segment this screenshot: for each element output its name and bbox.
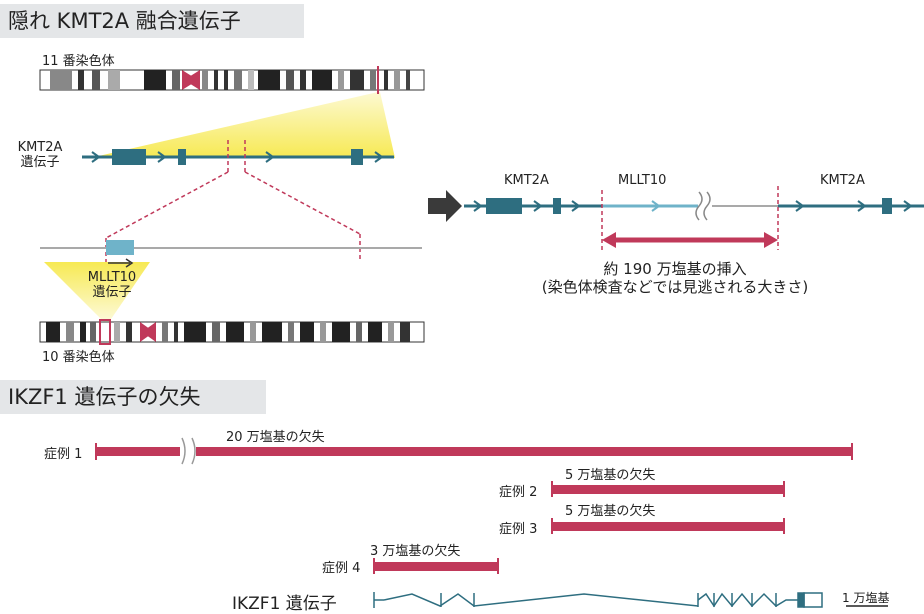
mllt10-gene-label: MLLT10 遺伝子 bbox=[70, 270, 154, 300]
fusion-gene-track bbox=[464, 186, 924, 250]
kmt2a-gene-label-line2: 遺伝子 bbox=[20, 155, 60, 170]
case-1-deletion-label: 20 万塩基の欠失 bbox=[226, 430, 325, 445]
ikzf1-gene-track bbox=[373, 592, 823, 608]
case-3-label: 症例 3 bbox=[499, 522, 538, 537]
ikzf1-section-title: IKZF1 遺伝子の欠失 bbox=[0, 380, 266, 414]
kmt2a-gene-label-line1: KMT2A bbox=[17, 140, 63, 155]
case-3-deletion-label: 5 万塩基の欠失 bbox=[565, 504, 656, 519]
zoom-wedge-chr11 bbox=[90, 92, 395, 158]
kmt2a-gene-label: KMT2A 遺伝子 bbox=[8, 140, 72, 170]
kmt2a-section-title: 隠れ KMT2A 融合遺伝子 bbox=[0, 4, 304, 38]
zoom-wedge-chr10 bbox=[44, 262, 150, 322]
case-2-deletion-label: 5 万塩基の欠失 bbox=[565, 468, 656, 483]
kmt2a-gene-track bbox=[82, 149, 394, 165]
case-4-label: 症例 4 bbox=[322, 561, 361, 576]
case-2-label: 症例 2 bbox=[499, 485, 538, 500]
deletion-bars bbox=[95, 437, 853, 574]
case-1-label: 症例 1 bbox=[44, 447, 83, 462]
case-4-deletion-label: 3 万塩基の欠失 bbox=[370, 544, 461, 559]
chr10-label: 10 番染色体 bbox=[42, 350, 115, 365]
chr11-label: 11 番染色体 bbox=[42, 54, 115, 69]
insertion-note-label: (染色体検査などでは見逃される大きさ) bbox=[541, 278, 809, 296]
mllt10-gene-label-line2: 遺伝子 bbox=[92, 285, 132, 300]
fusion-mllt10-label: MLLT10 bbox=[618, 173, 667, 188]
chromosome-10 bbox=[39, 319, 425, 345]
fusion-kmt2a-left-label: KMT2A bbox=[504, 173, 549, 188]
mllt10-gene-track bbox=[40, 240, 422, 268]
chromosome-11 bbox=[39, 66, 425, 94]
fusion-kmt2a-right-label: KMT2A bbox=[820, 173, 865, 188]
result-arrow-icon bbox=[428, 190, 462, 222]
scale-label: 1 万塩基 bbox=[842, 591, 890, 605]
insertion-size-label: 約 190 万塩基の挿入 bbox=[603, 260, 747, 278]
ikzf1-gene-label: IKZF1 遺伝子 bbox=[232, 594, 337, 614]
mllt10-gene-label-line1: MLLT10 bbox=[87, 270, 137, 285]
